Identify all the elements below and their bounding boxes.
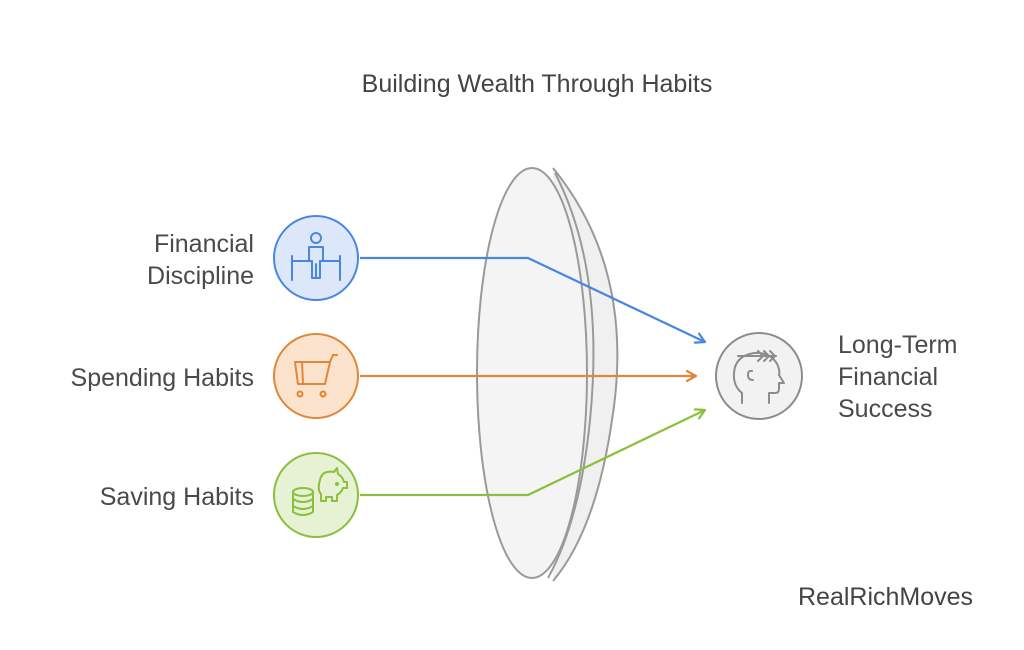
lens-rim: [547, 172, 595, 579]
piggy-bank-coins-icon: [292, 467, 348, 516]
shopping-cart-icon: [294, 354, 338, 398]
label-saving-habits-text: Saving Habits: [99, 483, 254, 511]
lens-front: [476, 167, 588, 579]
label-outcome-line1: Long-Term: [838, 331, 958, 359]
label-spending-habits-text: Spending Habits: [70, 364, 254, 392]
diagram-title: Building Wealth Through Habits: [361, 70, 713, 98]
lens-shape: [476, 167, 619, 582]
node-financial-discipline: [273, 215, 359, 301]
label-spending-habits: Spending Habits: [20, 362, 254, 394]
label-financial-discipline-line2: Discipline: [147, 262, 254, 290]
head-arrow-icon: [732, 350, 785, 404]
node-spending-habits: [273, 333, 359, 419]
connector-saving-habits: [360, 410, 705, 497]
label-financial-discipline-line1: Financial: [153, 230, 254, 258]
label-outcome-line3: Success: [838, 395, 933, 423]
node-saving-habits: [273, 452, 359, 538]
connector-financial-discipline: [360, 256, 705, 342]
person-barrier-icon: [291, 232, 341, 281]
label-outcome-line2: Financial: [838, 363, 939, 391]
label-outcome: Long-Term Financial Success: [838, 329, 1018, 425]
label-financial-discipline: Financial Discipline: [40, 228, 254, 292]
label-saving-habits: Saving Habits: [20, 481, 254, 513]
brand-watermark: RealRichMoves: [798, 583, 974, 611]
node-long-term-success: [715, 332, 803, 420]
